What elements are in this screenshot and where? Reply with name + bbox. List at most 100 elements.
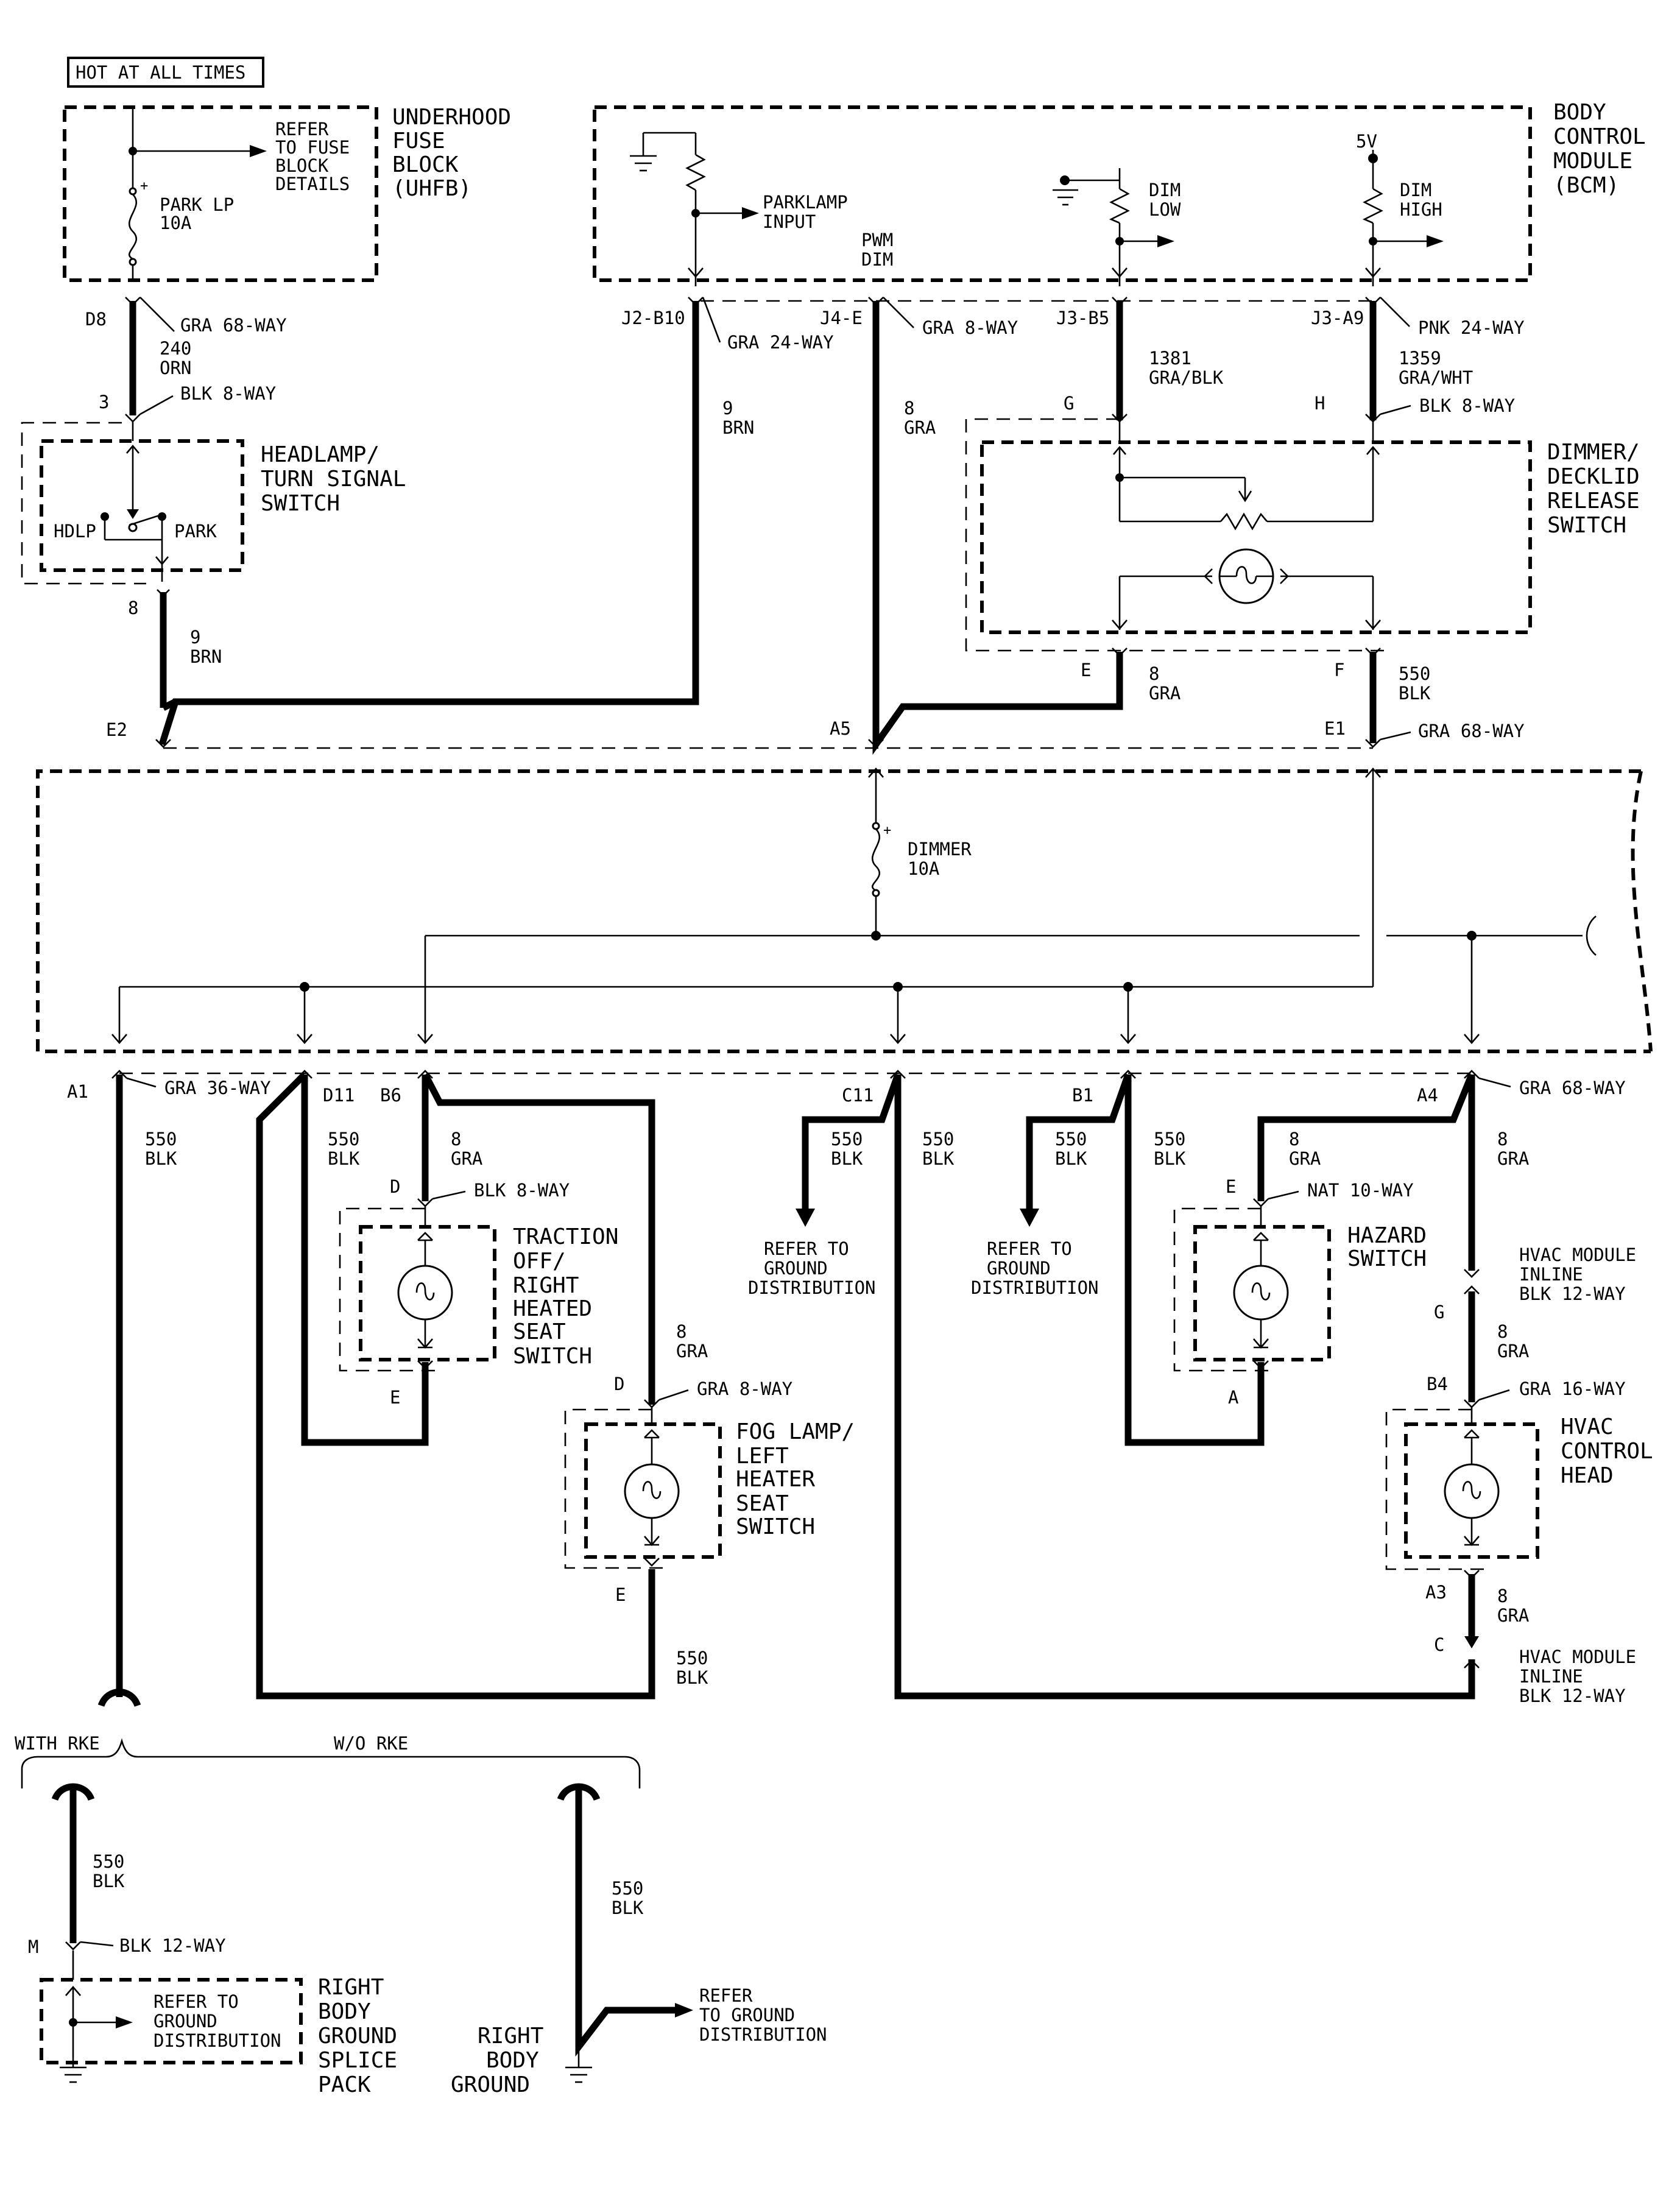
connector-blk8-dimmer: BLK 8-WAY: [1419, 395, 1515, 416]
connector-e: E: [1081, 660, 1091, 680]
headlamp-park-label: PARK: [174, 521, 217, 542]
connector-gra16: GRA 16-WAY: [1519, 1379, 1626, 1399]
fog-switch-internal: [624, 1407, 680, 1546]
right-body-ground-splice-box: [40, 1978, 303, 2064]
connector-j3b5: J3-B5: [1056, 308, 1109, 328]
connector-gra24: GRA 24-WAY: [727, 332, 834, 353]
connector-fog-e: E: [615, 1584, 626, 1605]
hazard-connector-outline: [1173, 1207, 1273, 1372]
connector-nat10: NAT 10-WAY: [1307, 1180, 1414, 1201]
traction-connector-outline: [339, 1207, 439, 1372]
wo-rke-label: W/O RKE: [334, 1733, 408, 1754]
splice-pack-internal: [60, 1951, 133, 2083]
rheostat-resistor-icon: [1220, 512, 1268, 531]
fog-switch-box: [584, 1422, 722, 1559]
dimmer-switch-internal: [1112, 422, 1381, 630]
hazard-switch-box: [1193, 1225, 1331, 1361]
headlamp-switch-box: [40, 439, 244, 572]
uhfb-box: [63, 105, 378, 282]
connector-b6: B6: [380, 1085, 401, 1106]
svg-text:+: +: [140, 178, 148, 194]
connector-blk12-m: BLK 12-WAY: [119, 1935, 226, 1956]
connector-fog-d: D: [614, 1374, 624, 1394]
connector-e2: E2: [106, 719, 127, 740]
traction-switch-box: [359, 1225, 496, 1361]
fog-connector-outline: [564, 1408, 665, 1569]
bcm-parklamp-circuit: [630, 132, 759, 286]
arrow-right-icon: [116, 2016, 133, 2028]
connector-hvac-b4: B4: [1427, 1374, 1448, 1394]
dimmer-connector-outline: [965, 418, 1389, 652]
headlamp-connector-outline: [21, 422, 146, 585]
connector-trac-d: D: [390, 1176, 400, 1197]
connector-j4e: J4-E: [820, 308, 863, 328]
connector-gra68-e1: GRA 68-WAY: [1418, 721, 1525, 741]
rke-bracket: [21, 1738, 641, 1788]
resistor-icon: [685, 154, 706, 191]
arrow-right-icon: [742, 207, 759, 219]
connector-3: 3: [99, 392, 109, 412]
traction-switch-internal: [397, 1206, 453, 1349]
module-box-middle: [36, 769, 1651, 1053]
connector-e1: E1: [1324, 718, 1346, 739]
connector-hvac-c: C: [1434, 1634, 1444, 1655]
connector-gra8-fog: GRA 8-WAY: [697, 1379, 792, 1399]
connector-haz-a: A: [1228, 1387, 1238, 1408]
bcm-dim-low-circuit: [1053, 168, 1174, 286]
connector-haz-e: E: [1226, 1176, 1236, 1197]
bcm-dim-high-circuit: [1362, 150, 1444, 286]
arrow-right-icon: [1157, 235, 1174, 247]
arrow-right-icon: [250, 145, 267, 157]
connector-g: G: [1064, 393, 1074, 414]
connector-h: H: [1315, 393, 1325, 414]
connector-m: M: [28, 1936, 38, 1957]
fuse-icon: [871, 828, 881, 892]
connector-gra36: GRA 36-WAY: [164, 1078, 271, 1098]
connector-trac-e: E: [390, 1387, 400, 1408]
headlamp-switch-internal: [101, 422, 169, 582]
headlamp-hdlp-label: HDLP: [54, 521, 96, 542]
connector-hvac-a3: A3: [1425, 1582, 1447, 1603]
hvac-head-internal: [1444, 1407, 1500, 1546]
connector-gra68-top: GRA 68-WAY: [180, 315, 287, 336]
module-box-break: [1631, 771, 1653, 1052]
fuse-icon: [128, 194, 138, 260]
connector-blk8-headlamp: BLK 8-WAY: [180, 383, 276, 404]
uhfb-internal: +: [128, 107, 267, 280]
arrow-right-icon: [1427, 235, 1444, 247]
connector-pnk24: PNK 24-WAY: [1418, 317, 1525, 338]
hvac-connector-outline: [1385, 1408, 1486, 1570]
connector-a5: A5: [830, 718, 851, 739]
connector-hvac-g: G: [1434, 1302, 1444, 1322]
dimmer-switch-box: [980, 440, 1532, 634]
connector-d8: D8: [85, 309, 107, 330]
connector-a4: A4: [1417, 1085, 1438, 1106]
connector-c11: C11: [842, 1085, 874, 1106]
